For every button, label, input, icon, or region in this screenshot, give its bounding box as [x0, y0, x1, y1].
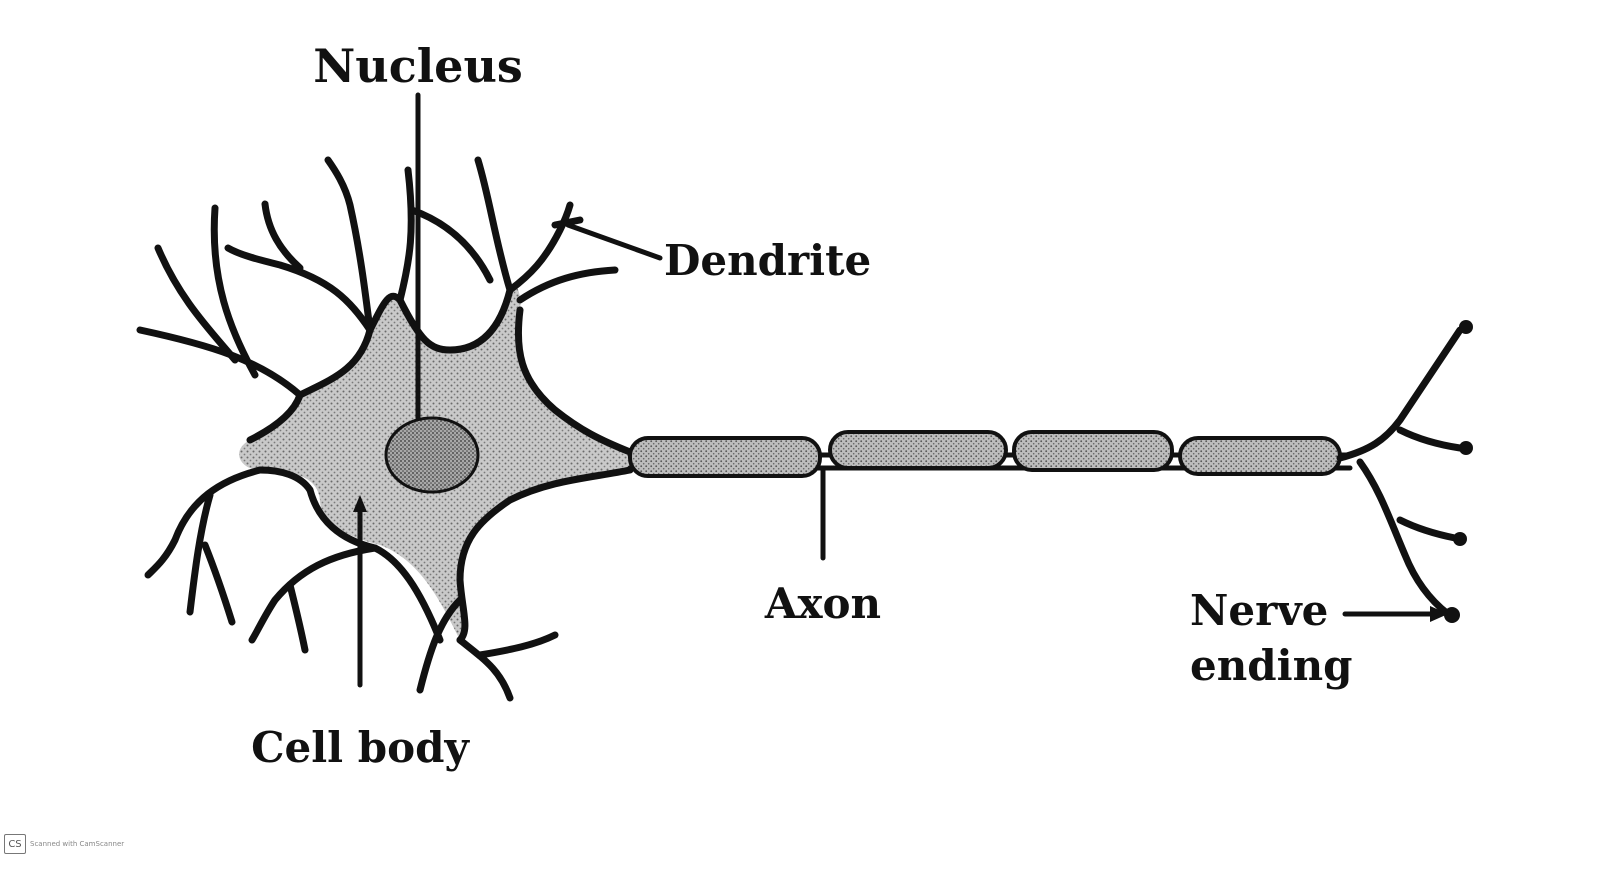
scanner-watermark-text: Scanned with CamScanner [30, 840, 125, 848]
nerve-terminal [1453, 532, 1467, 546]
nucleus-label: Nucleus [313, 39, 523, 93]
nucleus-shape [384, 416, 480, 494]
myelin-segment [1012, 430, 1174, 472]
label-pointers [353, 92, 1448, 688]
myelin-sheath [628, 430, 1342, 478]
nerve-endings [1336, 320, 1473, 623]
nerve-terminal [1459, 320, 1473, 334]
nerve-ending-arrowhead [1430, 606, 1448, 622]
nerve-terminal [1459, 441, 1473, 455]
nerve-terminal [1444, 607, 1460, 623]
nerve-ending-label-line2: ending [1190, 641, 1352, 690]
cell-body-label: Cell body [251, 723, 470, 772]
dendrites [136, 156, 619, 399]
cell-body-arrowhead [353, 495, 367, 512]
dendrite-label: Dendrite [664, 236, 871, 285]
lower-dendrites [144, 466, 559, 702]
dendrite-pointer [565, 222, 663, 261]
scanner-logo-icon: CS [4, 834, 26, 854]
scanner-watermark: CS Scanned with CamScanner [4, 834, 124, 854]
myelin-segment [828, 430, 1008, 470]
nerve-ending-label-line1: Nerve [1190, 586, 1328, 635]
myelin-segment [628, 436, 822, 478]
myelin-segment [1178, 436, 1342, 476]
axon-label: Axon [764, 579, 881, 628]
